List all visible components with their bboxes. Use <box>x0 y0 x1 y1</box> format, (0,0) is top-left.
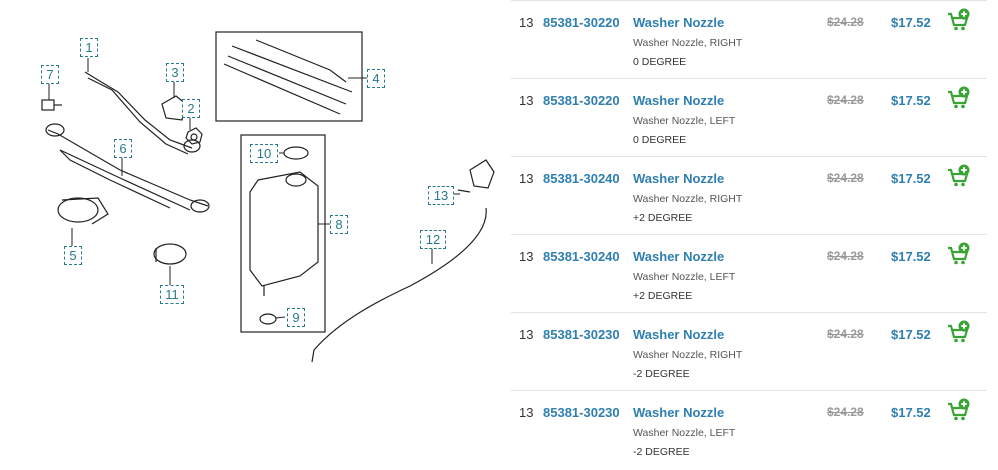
msrp-price: $24.28 <box>827 327 864 341</box>
part-note: 0 DEGREE <box>633 56 687 68</box>
add-to-cart-icon[interactable] <box>947 398 971 422</box>
add-to-cart-icon[interactable] <box>947 320 971 344</box>
callout-5[interactable]: 5 <box>64 246 82 265</box>
msrp-price: $24.28 <box>827 93 864 107</box>
msrp-price: $24.28 <box>827 171 864 185</box>
callout-7[interactable]: 7 <box>41 65 59 84</box>
washer-nozzle-shape <box>457 159 495 193</box>
part-name-link[interactable]: Washer Nozzle <box>633 15 725 30</box>
grommet-shape <box>41 99 62 111</box>
reference-number: 13 <box>519 93 534 108</box>
add-to-cart-icon[interactable] <box>947 164 971 188</box>
callout-2[interactable]: 2 <box>182 99 200 118</box>
callout-10[interactable]: 10 <box>250 144 278 163</box>
table-row: 13 85381-30220 Washer Nozzle Washer Nozz… <box>511 0 987 79</box>
callout-11[interactable]: 11 <box>160 285 184 304</box>
table-row: 13 85381-30240 Washer Nozzle Washer Nozz… <box>511 156 987 235</box>
sale-price: $17.52 <box>891 327 931 342</box>
part-description: Washer Nozzle, RIGHT <box>633 349 743 361</box>
wiper-blade-shape <box>215 31 363 122</box>
reference-number: 13 <box>519 171 534 186</box>
reference-number: 13 <box>519 405 534 420</box>
add-to-cart-icon[interactable] <box>947 242 971 266</box>
callout-12[interactable]: 12 <box>420 230 446 249</box>
part-note: 0 DEGREE <box>633 134 687 146</box>
msrp-price: $24.28 <box>827 405 864 419</box>
washer-pump-shape <box>153 243 187 265</box>
table-row: 13 85381-30230 Washer Nozzle Washer Nozz… <box>511 312 987 391</box>
part-number-link[interactable]: 85381-30220 <box>543 93 620 108</box>
reservoir-cap-shape <box>283 146 309 160</box>
part-number-link[interactable]: 85381-30240 <box>543 249 620 264</box>
sale-price: $17.52 <box>891 15 931 30</box>
part-note: +2 DEGREE <box>633 212 693 224</box>
part-name-link[interactable]: Washer Nozzle <box>633 405 725 420</box>
part-name-link[interactable]: Washer Nozzle <box>633 249 725 264</box>
parts-diagram-drawing <box>41 31 495 363</box>
part-description: Washer Nozzle, LEFT <box>633 271 736 283</box>
part-number-link[interactable]: 85381-30240 <box>543 171 620 186</box>
msrp-price: $24.28 <box>827 15 864 29</box>
part-name-link[interactable]: Washer Nozzle <box>633 327 725 342</box>
wiper-linkage-shape <box>45 123 210 213</box>
part-note: +2 DEGREE <box>633 290 693 302</box>
reservoir-grommet-shape <box>259 313 277 325</box>
reference-number: 13 <box>519 249 534 264</box>
part-name-link[interactable]: Washer Nozzle <box>633 93 725 108</box>
callout-13[interactable]: 13 <box>428 186 454 205</box>
add-to-cart-icon[interactable] <box>947 86 971 110</box>
sale-price: $17.52 <box>891 171 931 186</box>
parts-diagram: 1 2 3 4 5 6 7 8 9 10 11 12 13 <box>41 31 495 363</box>
callout-1[interactable]: 1 <box>80 38 98 57</box>
part-description: Washer Nozzle, RIGHT <box>633 193 743 205</box>
add-to-cart-icon[interactable] <box>947 8 971 32</box>
sale-price: $17.52 <box>891 93 931 108</box>
part-description: Washer Nozzle, RIGHT <box>633 37 743 49</box>
sale-price: $17.52 <box>891 249 931 264</box>
callout-8[interactable]: 8 <box>330 215 348 234</box>
table-row: 13 85381-30240 Washer Nozzle Washer Nozz… <box>511 234 987 313</box>
wiper-arm-shape <box>84 71 201 155</box>
part-number-link[interactable]: 85381-30230 <box>543 327 620 342</box>
washer-reservoir-shape <box>240 134 326 333</box>
callout-4[interactable]: 4 <box>367 69 385 88</box>
part-description: Washer Nozzle, LEFT <box>633 427 736 439</box>
callout-3[interactable]: 3 <box>166 63 184 82</box>
part-description: Washer Nozzle, LEFT <box>633 115 736 127</box>
part-number-link[interactable]: 85381-30220 <box>543 15 620 30</box>
nut-shape <box>185 127 203 145</box>
callout-6[interactable]: 6 <box>114 139 132 158</box>
callout-9[interactable]: 9 <box>287 308 305 327</box>
washer-hose-shape <box>311 207 487 363</box>
part-number-link[interactable]: 85381-30230 <box>543 405 620 420</box>
table-row: 13 85381-30230 Washer Nozzle Washer Nozz… <box>511 390 987 469</box>
parts-list: 13 85381-30220 Washer Nozzle Washer Nozz… <box>511 0 987 470</box>
reference-number: 13 <box>519 327 534 342</box>
reference-number: 13 <box>519 15 534 30</box>
part-note: -2 DEGREE <box>633 446 690 458</box>
sale-price: $17.52 <box>891 405 931 420</box>
msrp-price: $24.28 <box>827 249 864 263</box>
wiper-motor-shape <box>57 197 109 225</box>
part-note: -2 DEGREE <box>633 368 690 380</box>
part-name-link[interactable]: Washer Nozzle <box>633 171 725 186</box>
table-row: 13 85381-30220 Washer Nozzle Washer Nozz… <box>511 78 987 157</box>
